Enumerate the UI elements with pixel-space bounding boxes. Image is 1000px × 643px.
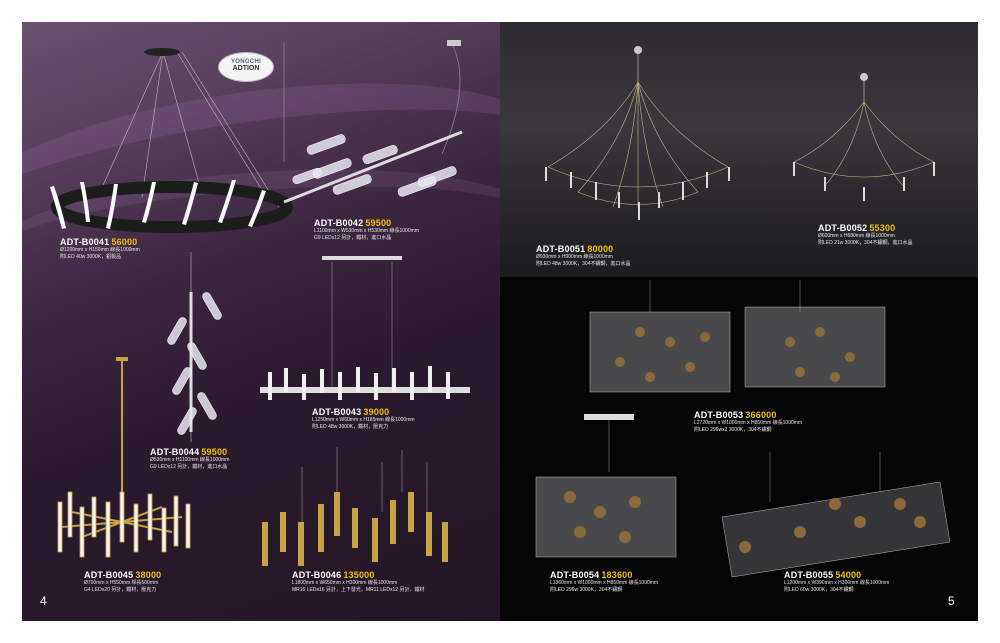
product-code: ADT-B0043	[312, 407, 362, 417]
product-price: 59500	[201, 447, 228, 457]
product-spec: Ø1200mm x H150mm 線長1000mm	[60, 247, 140, 253]
product-code: ADT-B0046	[292, 570, 342, 580]
product-code: ADT-B0045	[84, 570, 134, 580]
product-spec: Ø600mm x H680mm 線長1000mm	[818, 233, 895, 239]
product-spec: L1800mm x W650mm x H300mm 線長1000mm	[292, 580, 398, 586]
product-price: 38000	[135, 570, 162, 580]
product-spec: 附LED 40w 3000K，鋁製品	[60, 254, 122, 260]
product-price: 39000	[363, 407, 390, 417]
product-spec: G9 LEDx12 另計，鐵材，進口水晶	[150, 464, 228, 470]
product-price: 183600	[601, 570, 633, 580]
product-spec: G9 LEDx12 另計，鐵材，進口水晶	[314, 235, 392, 241]
product-spec: 附LED 296w 3000K，304不鏽鋼	[550, 587, 623, 593]
product-price: 56000	[111, 237, 138, 247]
product-price: 366000	[745, 410, 777, 420]
left-page: YONGCHI ADTION	[22, 22, 500, 621]
product-code: ADT-B0054	[550, 570, 600, 580]
product-spec: Ø930mm x H900mm 線長1000mm	[536, 254, 613, 260]
product-spec: Ø700mm x H550mm 桿長500mm	[84, 580, 159, 586]
product-code: ADT-B0044	[150, 447, 200, 457]
product-spec: L1250mm x W60mm x H185mm 線長1000mm	[312, 417, 415, 423]
product-price: 54000	[835, 570, 862, 580]
brand-line2: ADTION	[232, 65, 260, 72]
product-spec: 附LED 48w 3000K，304不鏽鋼，進口水晶	[536, 261, 631, 267]
product-spec: L1100mm x W530mm x H530mm 線長1000mm	[314, 228, 419, 234]
chandelier-images-right	[535, 46, 951, 578]
product-spec: Ø530mm x H1100mm 線長1000mm	[150, 457, 230, 463]
product-spec: L1200mm x W390mm x H300mm 線長1000mm	[784, 580, 890, 586]
brand-line1: YONGCHI	[230, 59, 262, 65]
product-spec: MR16 LEDx16 另計，上下發光，MR11 LEDx12 另計，鐵材	[292, 587, 425, 593]
product-spec: G4 LEDx20 另計，鐵材，壓克力	[84, 587, 157, 593]
product-code: ADT-B0055	[784, 570, 834, 580]
page-number-left: 4	[40, 594, 47, 608]
product-price: 59500	[365, 218, 392, 228]
product-spec: 附LED 21w 3000K，304不鏽鋼，進口水晶	[818, 240, 913, 246]
product-price: 135000	[343, 570, 375, 580]
product-price: 55300	[869, 223, 896, 233]
product-code: ADT-B0042	[314, 218, 364, 228]
product-spec: 附LED 60w 3000K，304不鏽鋼	[784, 587, 854, 593]
product-code: ADT-B0053	[694, 410, 744, 420]
product-code: ADT-B0051	[536, 244, 586, 254]
product-spec: 附LED 48w 3000K，鐵材，壓克力	[312, 424, 389, 430]
product-code: ADT-B0052	[818, 223, 868, 233]
top-banner-background	[500, 22, 978, 277]
product-code: ADT-B0041	[60, 237, 110, 247]
brand-logo: YONGCHI ADTION	[218, 52, 274, 82]
chandelier-image-b0041	[50, 40, 470, 566]
page-number-right: 5	[948, 594, 955, 608]
product-spec: L2720mm x W1000mm x H850mm 線長1000mm	[694, 420, 803, 426]
product-spec: 附LED 296wx2 3000K，304不鏽鋼	[694, 427, 772, 433]
product-price: 80000	[587, 244, 614, 254]
product-spec: L1360mm x W1000mm x H850mm 線長1000mm	[550, 580, 659, 586]
